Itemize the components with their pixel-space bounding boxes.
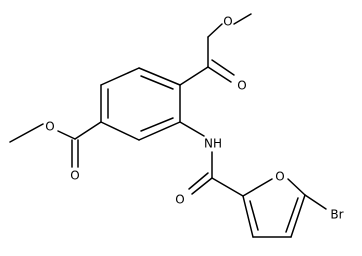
atom-labels: O O O O NH O O Br — [45, 15, 343, 222]
bond — [57, 130, 76, 140]
bond — [211, 59, 235, 76]
bond — [207, 23, 223, 38]
bond — [233, 13, 252, 25]
bond — [140, 117, 174, 132]
atom-label-oxygen: O — [223, 15, 232, 29]
atom-label-oxygen: O — [237, 79, 246, 93]
bond — [9, 123, 44, 143]
bond — [242, 195, 254, 238]
bond — [285, 197, 299, 233]
atom-label-oxygen: O — [175, 193, 184, 207]
bond — [179, 66, 209, 86]
bond — [249, 200, 259, 231]
bond — [211, 177, 244, 197]
bond — [290, 194, 306, 238]
bond — [287, 178, 306, 196]
bond — [242, 178, 273, 197]
bond — [179, 121, 205, 137]
bond — [207, 66, 232, 83]
bond-skeleton — [9, 13, 327, 238]
atom-label-oxygen: O — [45, 120, 54, 134]
bond — [138, 67, 181, 86]
bond — [138, 121, 181, 141]
bond — [74, 121, 102, 140]
bond — [191, 177, 213, 195]
bond — [140, 75, 174, 90]
bond — [304, 194, 327, 210]
bond — [188, 172, 209, 190]
bond — [100, 67, 140, 86]
atom-label-oxygen: O — [275, 170, 284, 184]
atom-label-bromine: Br — [330, 208, 343, 222]
bond — [100, 121, 140, 141]
atom-label-oxygen: O — [70, 169, 79, 183]
atom-label-nh: NH — [204, 137, 222, 151]
